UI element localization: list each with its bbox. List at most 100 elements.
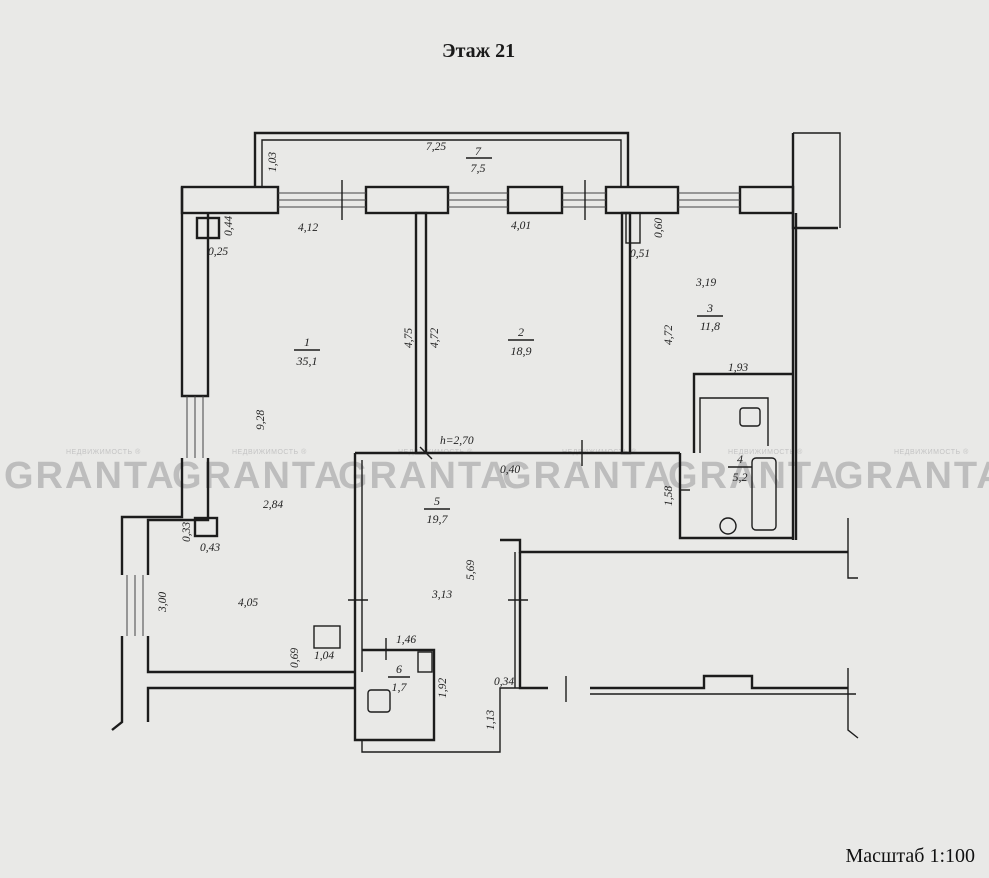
partition <box>620 211 632 455</box>
room-7-area: 7,5 <box>471 161 486 175</box>
room-6-area: 1,7 <box>392 680 408 694</box>
dim-label: 4,01 <box>511 220 531 232</box>
wall-segment <box>791 133 838 230</box>
window <box>678 192 740 208</box>
wall-segment <box>146 686 355 722</box>
corridor-wall <box>847 668 859 739</box>
dim-label: 4,72 <box>663 325 675 345</box>
window <box>186 396 204 458</box>
left-wall <box>120 458 184 575</box>
watermark-tagline: НЕДВИЖИМОСТЬ ® <box>894 448 969 456</box>
window <box>448 192 508 208</box>
column <box>625 212 641 244</box>
scale-label: Масштаб 1:100 <box>845 845 975 867</box>
watermark-brand: GRANTA <box>502 455 674 497</box>
balcony-inner <box>261 139 622 186</box>
dim-label: 5,69 <box>465 560 477 580</box>
dim-label: 1,93 <box>728 362 748 374</box>
window <box>126 575 144 636</box>
floor-title: Этаж 21 <box>442 40 516 62</box>
watermark-tagline: НЕДВИЖИМОСТЬ ® <box>232 448 307 456</box>
window <box>562 192 606 208</box>
dim-label: 4,12 <box>298 222 318 234</box>
wall-segment <box>146 636 355 674</box>
toilet-icon <box>367 689 391 713</box>
dim-label: 1,92 <box>437 678 449 698</box>
dim-label: h=2,70 <box>440 435 474 447</box>
room-2-area: 18,9 <box>511 344 532 358</box>
corridor-wall <box>518 552 548 690</box>
wc-wall <box>361 687 520 753</box>
room-5-number: 5 <box>434 494 440 508</box>
dimension-labels: 7,25 1,03 4,12 4,01 0,44 0,25 0,60 0,51 … <box>157 141 748 730</box>
balcony-outline <box>253 131 630 188</box>
dim-label: 0,40 <box>500 464 520 476</box>
watermark-brand: GRANTA <box>834 455 989 497</box>
dim-label: 0,44 <box>223 216 235 236</box>
dim-label: 0,25 <box>208 246 228 258</box>
dim-label: 4,75 <box>403 328 415 348</box>
room-7-number: 7 <box>475 144 482 158</box>
watermark-brand: GRANTA <box>4 455 176 497</box>
dim-label: 1,58 <box>663 486 675 506</box>
dim-label: 0,43 <box>200 542 220 554</box>
dim-label: 0,33 <box>181 522 193 542</box>
wall-segment <box>364 185 450 215</box>
room-3-area: 11,8 <box>700 319 720 333</box>
bathtub-icon <box>751 457 777 531</box>
window <box>278 192 366 208</box>
sink-icon <box>417 651 433 673</box>
room-4-number: 4 <box>737 452 743 466</box>
walls <box>111 131 859 753</box>
room-labels: 7 7,5 1 35,1 2 18,9 3 11,8 4 5,2 5 19,7 … <box>294 144 752 694</box>
wall-segment <box>793 132 841 228</box>
dim-label: 3,19 <box>695 277 716 289</box>
wall-segment <box>180 185 280 215</box>
wall-segment <box>604 185 680 215</box>
dim-label: 0,51 <box>630 248 650 260</box>
dim-label: 1,46 <box>396 634 416 646</box>
bath-wall <box>678 453 793 540</box>
utility-box <box>313 625 341 649</box>
watermark-brand: GRANTA <box>338 455 510 497</box>
wall-segment <box>738 185 795 215</box>
dim-label: 3,13 <box>431 589 452 601</box>
dim-label: 3,00 <box>157 592 169 613</box>
dim-label: 0,69 <box>289 648 301 668</box>
corridor-wall <box>847 518 858 579</box>
room-4-area: 5,2 <box>733 470 748 484</box>
dim-label: 4,05 <box>238 597 258 609</box>
toilet-icon <box>739 407 761 427</box>
dim-label: 1,04 <box>314 650 334 662</box>
wc-wall <box>353 648 436 742</box>
watermark-brand: GRANTA <box>668 455 840 497</box>
bath-inner <box>699 397 769 453</box>
corridor-wall <box>500 538 848 554</box>
watermark-brand: GRANTA <box>172 455 344 497</box>
watermark-tagline: НЕДВИЖИМОСТЬ ® <box>66 448 141 456</box>
left-wall <box>146 458 210 575</box>
wall-segment <box>506 185 564 215</box>
dim-label: 9,28 <box>255 410 267 430</box>
column <box>195 216 221 240</box>
dim-label: 1,13 <box>485 710 497 730</box>
partition <box>414 211 428 455</box>
bath-wall <box>692 372 793 453</box>
room-5-area: 19,7 <box>427 512 449 526</box>
dim-label: 7,25 <box>426 141 446 153</box>
dim-label: 0,60 <box>653 218 665 238</box>
dim-label: 2,84 <box>263 499 283 511</box>
sink-icon <box>719 517 737 535</box>
dim-label: 4,72 <box>429 328 441 348</box>
dim-label: 1,03 <box>267 152 279 172</box>
room-6-number: 6 <box>396 662 402 676</box>
watermark-tagline: НЕДВИЖИМОСТЬ ® <box>728 448 803 456</box>
left-wall <box>111 636 124 731</box>
room-1-number: 1 <box>304 335 310 349</box>
column <box>193 516 219 538</box>
room-2-number: 2 <box>518 325 524 339</box>
room-3-number: 3 <box>706 301 713 315</box>
room-1-area: 35,1 <box>296 354 318 368</box>
